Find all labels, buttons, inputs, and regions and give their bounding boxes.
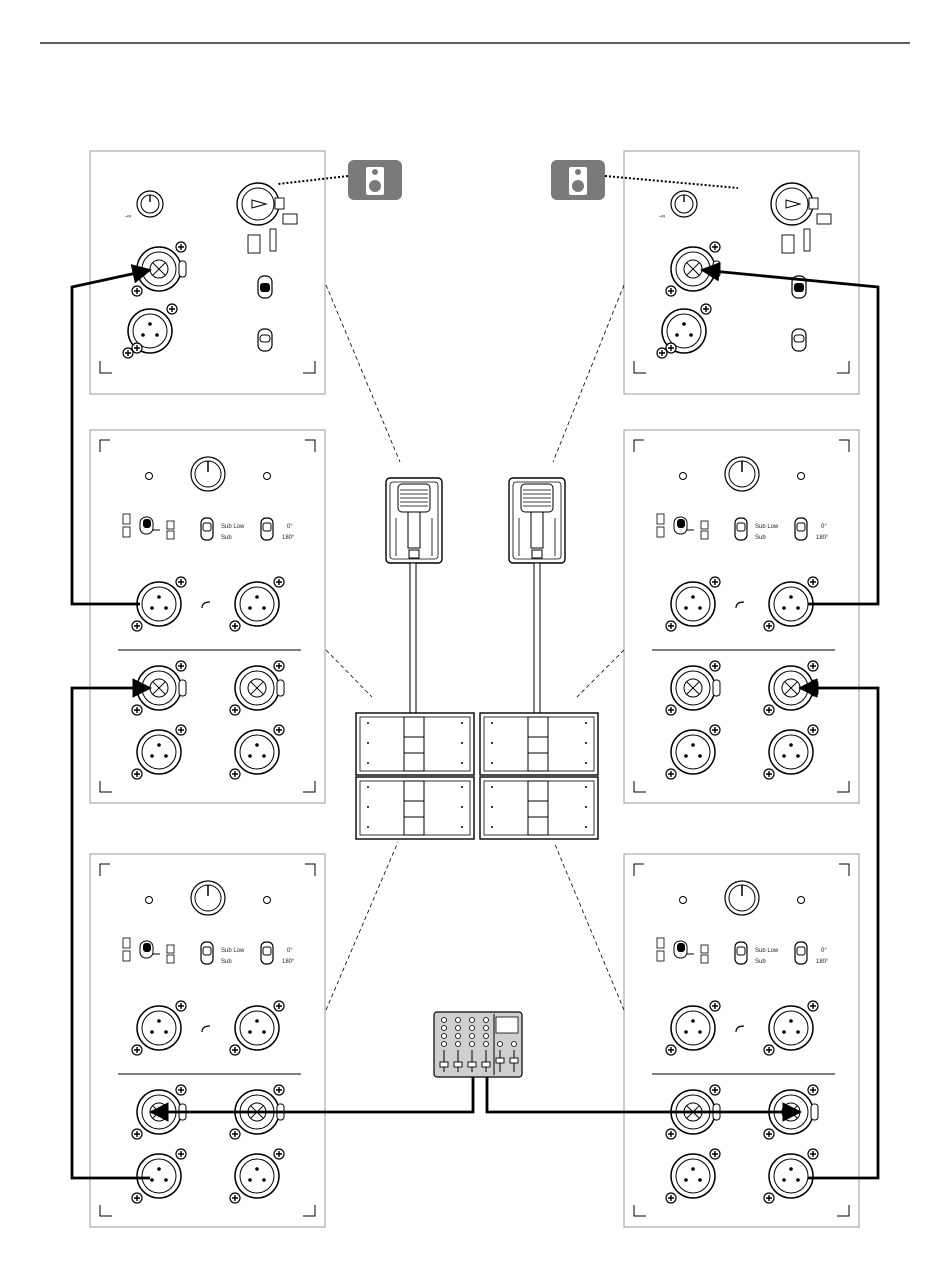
subwoofer-right-bottom <box>480 777 598 839</box>
bottom-left-sub-panel <box>90 854 325 1227</box>
subwoofer-left-top <box>356 713 474 775</box>
svg-text:Sub: Sub <box>221 535 232 541</box>
svg-text:0°: 0° <box>821 948 827 954</box>
speaker-icon <box>348 160 402 200</box>
svg-text:0°: 0° <box>821 524 827 530</box>
subwoofer-left-bottom <box>356 777 474 839</box>
leader-lines <box>326 285 624 1010</box>
subwoofer-right-top <box>480 713 598 775</box>
svg-text:Sub Low: Sub Low <box>755 948 779 954</box>
svg-text:180°: 180° <box>816 535 829 541</box>
svg-text:Sub: Sub <box>221 959 232 965</box>
svg-text:0°: 0° <box>287 524 293 530</box>
svg-text:180°: 180° <box>816 959 829 965</box>
svg-text:180°: 180° <box>282 535 295 541</box>
svg-text:Sub Low: Sub Low <box>221 948 245 954</box>
top-left-knob-label: -∞ <box>125 214 131 220</box>
top-left-panel <box>90 151 325 394</box>
pole-right <box>534 563 540 713</box>
svg-text:180°: 180° <box>282 959 295 965</box>
top-right-knob-label: -∞ <box>659 214 665 220</box>
speaker-icon <box>551 160 605 200</box>
bottom-right-sub-panel <box>624 854 859 1227</box>
svg-text:0°: 0° <box>287 948 293 954</box>
mid-right-sub-panel <box>624 430 859 803</box>
svg-text:Sub: Sub <box>755 959 766 965</box>
mixer-icon <box>434 1012 522 1077</box>
mid-left-sub-panel <box>90 430 325 803</box>
svg-text:Sub Low: Sub Low <box>221 524 245 530</box>
top-speaker-right <box>509 478 565 563</box>
svg-text:Sub Low: Sub Low <box>755 524 779 530</box>
pole-left <box>410 563 416 713</box>
svg-text:Sub: Sub <box>755 535 766 541</box>
top-speaker-left <box>386 478 442 563</box>
